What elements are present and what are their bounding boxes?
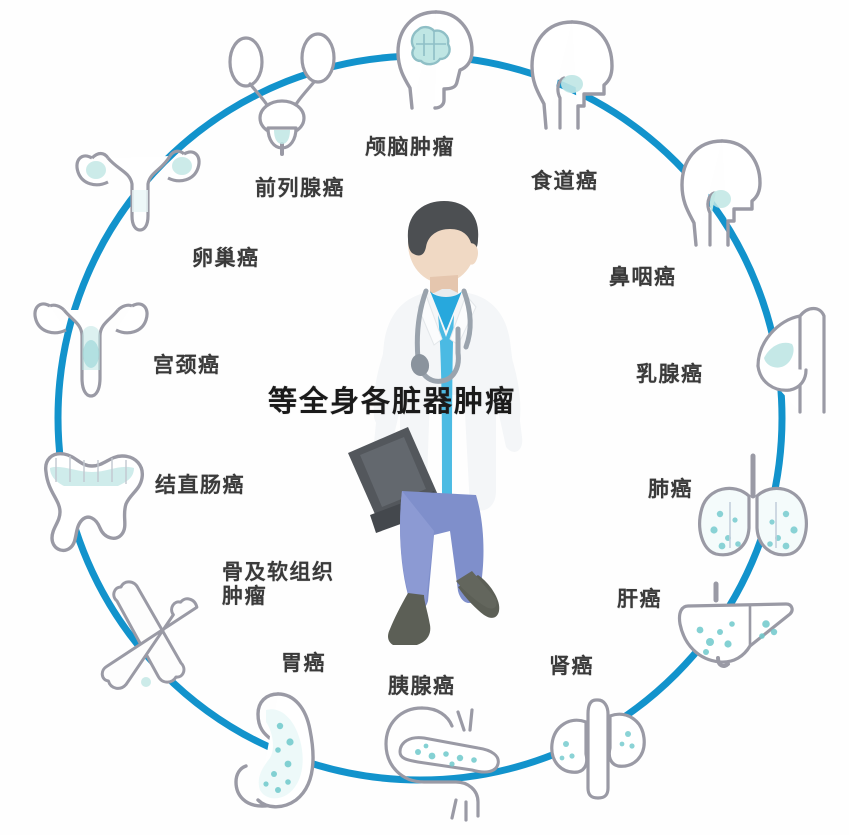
label-stomach: 胃癌 (281, 652, 326, 675)
kidneys-icon (540, 692, 658, 804)
label-kidney: 肾癌 (549, 655, 594, 678)
brain-head-icon (388, 4, 488, 114)
liver-icon (672, 580, 800, 676)
label-nasopharynx: 鼻咽癌 (609, 266, 677, 289)
head-throat-icon (672, 135, 776, 253)
lungs-icon (690, 452, 816, 564)
uterus-ovary-icon (70, 132, 210, 238)
uterus-cervix-icon (26, 286, 156, 406)
pancreas-icon (360, 700, 520, 824)
label-breast: 乳腺癌 (636, 363, 704, 386)
prostate-icon (222, 18, 344, 158)
colon-icon (30, 438, 160, 566)
label-colorectal: 结直肠癌 (155, 474, 245, 497)
head-nasopharynx-icon-main (520, 16, 628, 136)
bones-icon (96, 570, 226, 730)
label-lung: 肺癌 (648, 478, 693, 501)
label-prostate: 前列腺癌 (255, 177, 345, 200)
center-caption: 等全身各脏器肿瘤 (268, 386, 517, 418)
label-pancreas: 胰腺癌 (388, 675, 456, 698)
label-bone: 骨及软组织 肿瘤 (222, 561, 335, 608)
label-esophagus: 食道癌 (531, 170, 599, 193)
label-cervix: 宫颈癌 (153, 354, 221, 377)
label-liver: 肝癌 (617, 588, 662, 611)
breast-icon (748, 292, 840, 422)
label-brain: 颅脑肿瘤 (365, 136, 455, 159)
doctor-illustration (330, 195, 560, 645)
stomach-icon (222, 690, 348, 822)
label-ovary: 卵巢癌 (192, 247, 260, 270)
